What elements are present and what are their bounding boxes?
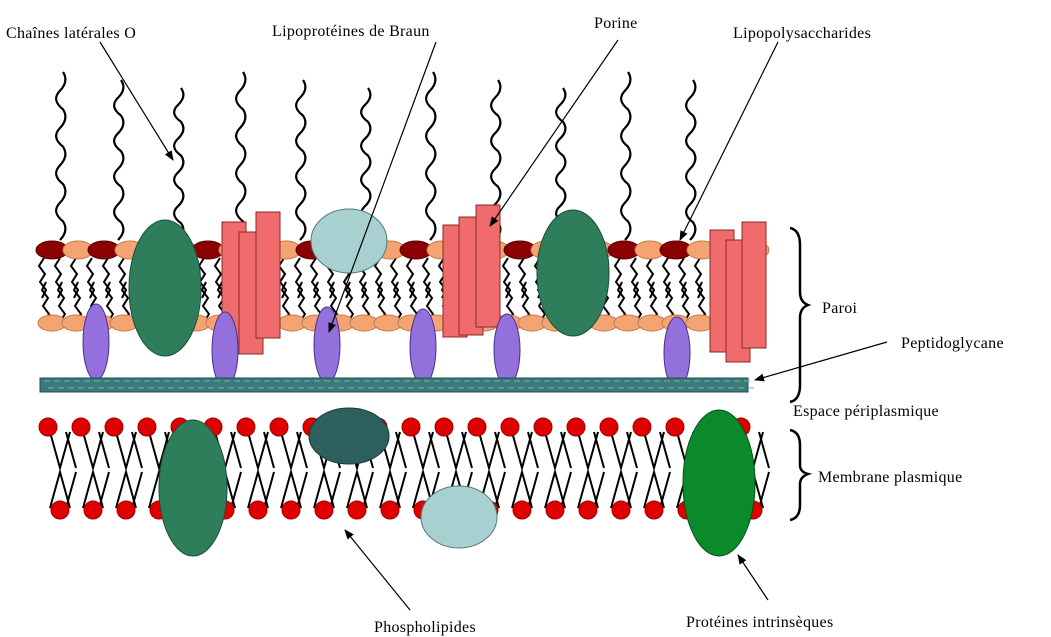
inner-protein-left	[159, 420, 227, 556]
label-peptidoglycan: Peptidoglycane	[901, 335, 1004, 352]
outer-protein-left	[129, 220, 201, 356]
label-o-side-chains: Chaînes latérales O	[6, 25, 136, 42]
outer-membrane-proteins	[129, 209, 609, 356]
o-side-chain	[114, 80, 123, 240]
inner-protein-light	[421, 486, 497, 548]
o-side-chain	[686, 80, 695, 240]
periplasmic-protein-top	[311, 209, 387, 273]
label-wall: Paroi	[822, 300, 858, 317]
label-intrinsic-proteins: Protéines intrinsèques	[686, 614, 833, 631]
o-side-chain	[174, 88, 183, 240]
o-side-chain	[426, 72, 435, 240]
peptidoglycan-layer	[40, 378, 754, 392]
intrinsic-protein	[683, 410, 755, 556]
outer-protein-right	[537, 210, 609, 336]
label-lipopolysaccharides: Lipopolysaccharides	[733, 25, 871, 42]
o-side-chain	[621, 72, 630, 240]
braces	[790, 228, 808, 520]
o-side-chain	[56, 72, 65, 240]
porin-3	[710, 222, 766, 362]
plasma-membrane-tails	[50, 432, 769, 508]
o-side-chain	[236, 72, 245, 240]
inner-protein-dark	[309, 408, 389, 464]
label-phospholipids: Phospholipides	[374, 619, 476, 636]
label-porin: Porine	[594, 15, 638, 32]
label-periplasmic-space: Espace périplasmique	[793, 403, 939, 420]
o-side-chain	[296, 80, 305, 240]
label-braun-lipoproteins: Lipoprotéines de Braun	[272, 23, 430, 40]
o-side-chains	[56, 72, 695, 240]
label-plasma-membrane: Membrane plasmique	[818, 469, 962, 486]
